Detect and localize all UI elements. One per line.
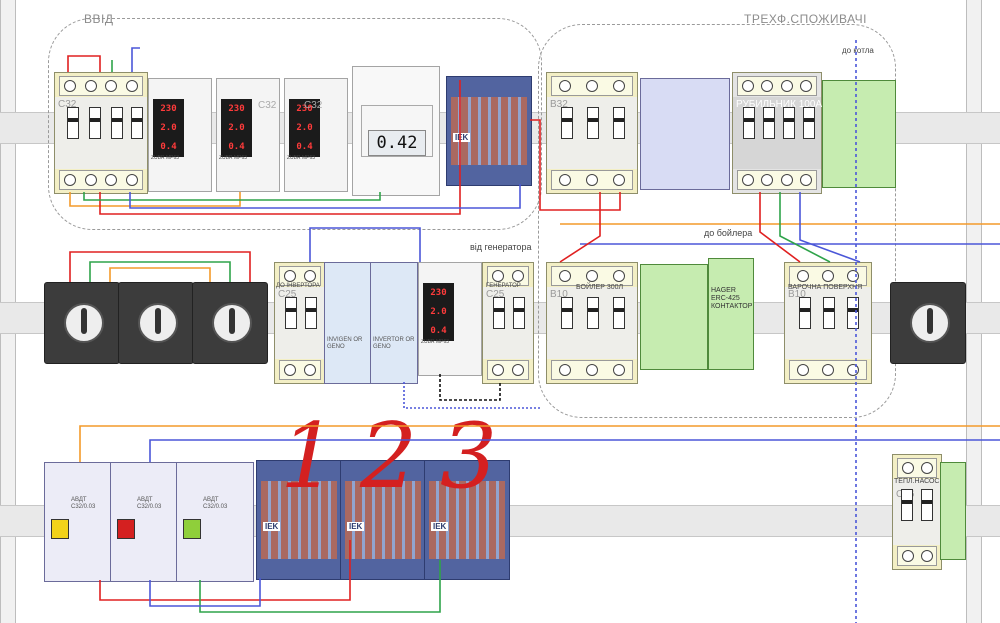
three-phase-contactor: [640, 78, 730, 190]
wire-blue-row3-bottom: [149, 578, 261, 607]
breaker-b32[interactable]: B32: [546, 72, 638, 194]
rcd-3-indicator: [183, 519, 201, 539]
hager-contactor: HAGER ERC-425 КОНТАКТОР: [708, 258, 754, 370]
changeover-switch-right[interactable]: [890, 282, 966, 364]
inverter-breaker-c25[interactable]: C25: [274, 262, 326, 384]
distribution-block-top: IEK: [446, 76, 532, 186]
heat-pump-breaker-c16[interactable]: C16: [892, 454, 942, 570]
main-switch-100a[interactable]: РУБИЛЬНИК 100А: [732, 72, 822, 194]
wire-blue-row3: [149, 439, 1000, 462]
from-generator-label: від генератора: [470, 242, 532, 252]
rcd-1-indicator: [51, 519, 69, 539]
meter-breaker-label-2: C32: [304, 100, 323, 111]
wire-switch-orange: [109, 267, 211, 282]
boiler-room-module: [822, 80, 896, 188]
heat-pump-relay: [940, 462, 966, 560]
input-breaker-c32[interactable]: C32: [54, 72, 148, 194]
invigen-relay: INVIGEN OR GENO: [324, 262, 372, 384]
three-phase-region: [538, 24, 896, 418]
energy-meter: 0.42: [352, 66, 440, 196]
inverter-relay: INVERTOR OR GENO: [370, 262, 418, 384]
cooktop-breaker-b10[interactable]: B10: [784, 262, 872, 384]
wire-orange-row3: [79, 425, 1000, 462]
input-region-label: ВВІД: [84, 12, 114, 26]
changeover-switch-1[interactable]: [44, 282, 120, 364]
boiler-label: БОЙЛЕР 300Л: [576, 284, 624, 291]
boiler-relay-module: [640, 264, 708, 370]
rcd-2-indicator: [117, 519, 135, 539]
handwritten-number-1: 1: [280, 404, 338, 509]
cooktop-label: ВАРОЧНА ПОВЕРХНЯ: [788, 284, 863, 291]
handwritten-number-3: 3: [440, 404, 498, 509]
energy-meter-display: 0.42: [368, 130, 426, 156]
distribution-block-3: IEK: [424, 460, 510, 580]
changeover-switch-2[interactable]: [118, 282, 194, 364]
three-phase-region-label: ТРЕХФ.СПОЖИВАЧІ: [744, 12, 867, 26]
generator-label: ГЕНЕРАТОР: [486, 283, 521, 289]
wire-blue-row2: [309, 227, 421, 262]
changeover-switch-3[interactable]: [192, 282, 268, 364]
generator-breaker-c25[interactable]: C25: [482, 262, 534, 384]
wire-switch-red: [69, 251, 251, 282]
heat-pump-label: ТЕПЛ.НАСОС: [894, 478, 940, 485]
inverter-breaker-label: ДО ІНВЕРТОРА: [276, 283, 320, 289]
to-boiler-label: до бойлера: [704, 228, 753, 238]
to-boiler-room-label: до котла: [842, 46, 874, 55]
meter-breaker-label-1: C32: [258, 100, 277, 111]
boiler-breaker-b10[interactable]: B10: [546, 262, 638, 384]
handwritten-number-2: 2: [360, 404, 418, 509]
wire-switch-green: [89, 261, 231, 282]
